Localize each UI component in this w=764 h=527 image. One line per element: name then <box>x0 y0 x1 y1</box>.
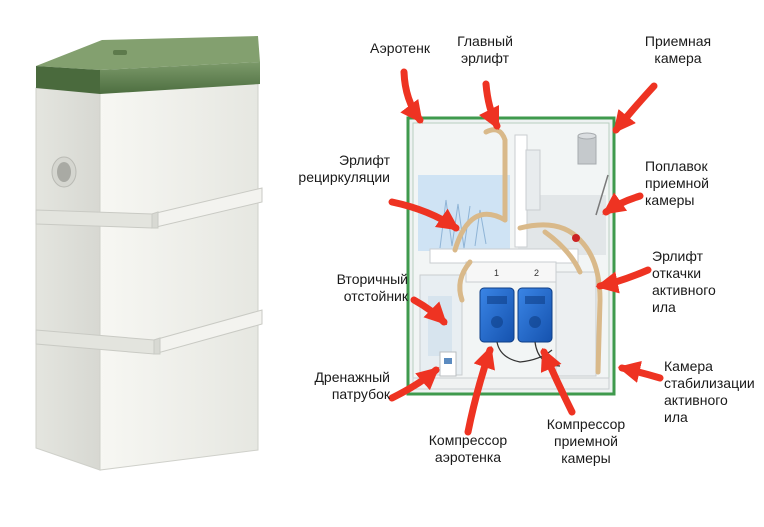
label-drain-pipe: Дренажный патрубок <box>314 369 390 402</box>
receiving-inlet-pipe <box>577 135 597 165</box>
arrow-aerotank-compressor <box>464 345 495 436</box>
stabilization-chamber <box>555 271 597 377</box>
label-receiving-compressor: Компрессор приемной камеры <box>546 416 626 466</box>
arrow-receiving-chamber <box>612 82 658 134</box>
arrow-recirculation <box>388 198 460 232</box>
tank-exterior <box>35 36 263 471</box>
compressor-receiving <box>517 287 553 343</box>
tank-floor <box>412 377 610 390</box>
tank-lid-front <box>100 62 260 94</box>
tank-ribs <box>35 187 263 355</box>
label-aerotank-compressor: Компрессор аэротенка <box>428 432 508 465</box>
label-float: Поплавок приемной камеры <box>645 158 709 208</box>
arrow-float <box>602 192 644 216</box>
label-sludge-airlift: Эрлифт откачки активного ила <box>652 248 716 315</box>
tank-front-face <box>99 81 259 471</box>
label-recirculation-airlift: Эрлифт рециркуляции <box>298 152 390 185</box>
label-main-airlift: Главный эрлифт <box>457 33 513 66</box>
label-stabilization-chamber: Камера стабилизации активного ила <box>664 358 755 425</box>
callout-arrows <box>388 68 664 436</box>
arrow-stabilization <box>617 360 664 383</box>
compressor-number-1: 1 <box>494 268 499 278</box>
compressor-mount-panel <box>465 261 557 283</box>
arrow-secondary-settler <box>410 296 448 326</box>
tank-lid-side <box>36 66 100 94</box>
tank-lid-top <box>36 36 260 70</box>
tank-cutaway: 1 2 <box>406 116 616 396</box>
label-aerotank: Аэротенк <box>370 40 430 56</box>
label-receiving-chamber: Приемная камера <box>644 33 712 66</box>
tank-side-face <box>35 87 101 471</box>
lid-handle <box>113 50 127 55</box>
arrow-drain <box>388 366 440 402</box>
label-secondary-settler: Вторичный отстойник <box>336 271 408 304</box>
arrow-sludge-airlift <box>595 266 652 294</box>
compressor-number-2: 2 <box>534 268 539 278</box>
arrow-aerotank <box>400 68 424 124</box>
compressor-aerotank <box>479 287 515 343</box>
arrow-main-airlift <box>478 80 501 131</box>
divider-shelf <box>429 248 579 264</box>
float-icon <box>572 174 609 242</box>
arrow-receiving-compressor <box>540 347 576 416</box>
